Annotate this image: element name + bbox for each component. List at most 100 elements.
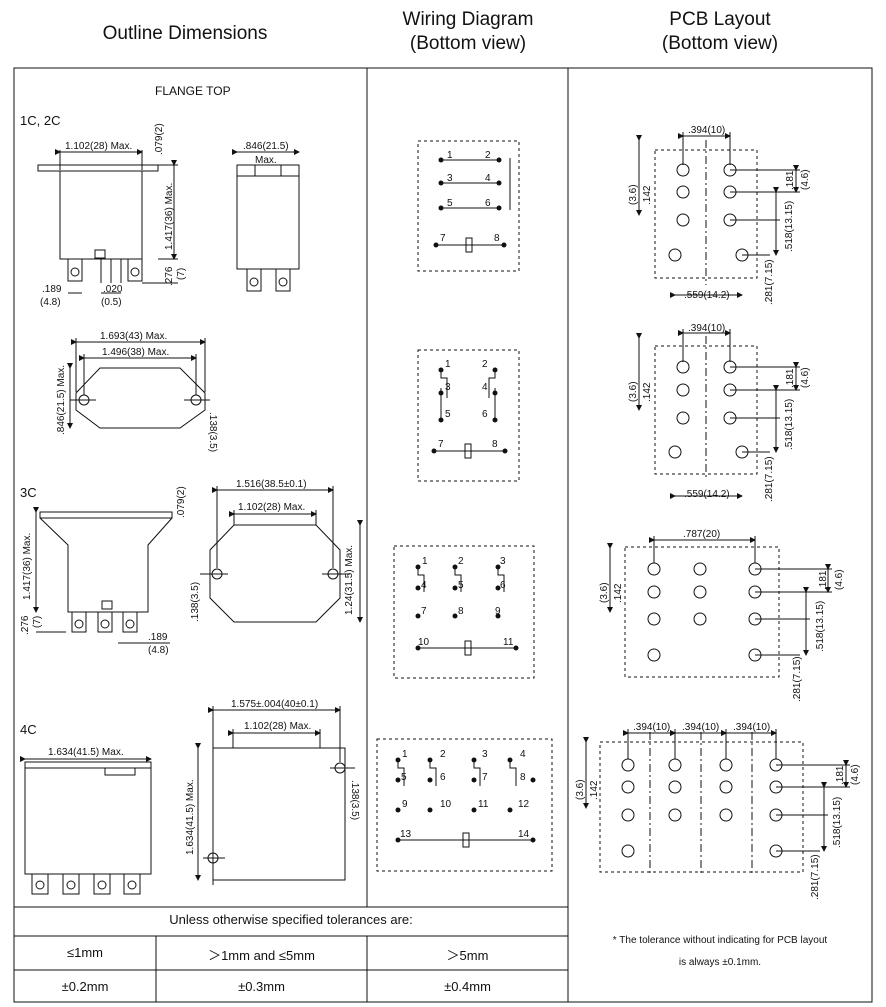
row4-height-dim: 1.634(41.5) Max. <box>185 779 196 855</box>
w3-pin2: 2 <box>458 556 464 567</box>
flange-top-label: FLANGE TOP <box>155 84 231 98</box>
header-wiring-line1: Wiring Diagram <box>402 9 534 30</box>
p1-r1-mm: (4.6) <box>800 169 811 190</box>
tolerance-range-1: ≤1mm <box>66 945 104 960</box>
flange-hole-dim: .138(3.5) <box>207 412 218 452</box>
p4-r2: .518(13.15) <box>832 797 843 848</box>
row3-outer-dim: 1.516(38.5±0.1) <box>236 479 307 490</box>
row3-flange-h-dim: 1.24(31.5) Max. <box>344 545 355 615</box>
w3-pin11: 11 <box>503 637 514 648</box>
w2-pin1: 1 <box>445 359 451 370</box>
header-pcb: PCB Layout (Bottom view) <box>620 8 820 56</box>
row3-front-view <box>33 507 173 644</box>
pcb-tolerance-note-line2: is always ±0.1mm. <box>678 957 762 968</box>
w4-pin7: 7 <box>482 772 488 783</box>
w1-pin3: 3 <box>447 173 453 184</box>
pcb-tolerance-note-line1: * The tolerance without indicating for P… <box>612 935 828 946</box>
p4-pitch3: .394(10) <box>733 722 770 733</box>
w1-pin7: 7 <box>440 233 446 244</box>
w2-pin8: 8 <box>492 439 498 450</box>
row4-front-view <box>20 756 152 895</box>
pcb-1 <box>636 132 800 298</box>
p1-r3: .281(7.15) <box>764 259 775 305</box>
pcb-4 <box>583 729 850 875</box>
p1-r1: .181 <box>785 170 796 190</box>
w2-pin2: 2 <box>482 359 488 370</box>
w3-pin10: 10 <box>418 637 430 648</box>
wiring-1-pins <box>433 157 507 248</box>
w4-pin13: 13 <box>400 829 412 840</box>
row1-pin-len-mm: (7) <box>176 268 187 280</box>
row4-label: 4C <box>20 722 37 737</box>
p3-v1: .142 <box>613 583 624 603</box>
tolerance-value-3: ±0.4mm <box>444 979 491 994</box>
row1-front-view <box>37 149 178 294</box>
row3-pin-off: .189 <box>148 632 168 643</box>
w3-pin4: 4 <box>421 580 427 591</box>
w1-pin8: 8 <box>494 233 500 244</box>
p4-pitch2: .394(10) <box>682 722 719 733</box>
wiring-3 <box>393 545 535 679</box>
w1-pin6: 6 <box>485 198 491 209</box>
row1-pin-off-mm: (4.8) <box>40 297 61 308</box>
row1-pin-len: .276 <box>164 266 175 286</box>
row1-width-dim: 1.102(28) Max. <box>65 141 132 152</box>
p2-bottom: .559(14.2) <box>684 489 730 500</box>
w4-pin6: 6 <box>440 772 446 783</box>
row3-hole-dim: .138(3.5) <box>190 582 201 622</box>
header-pcb-line1: PCB Layout <box>669 9 771 30</box>
w4-pin3: 3 <box>482 749 488 760</box>
wiring-4-pins <box>395 757 536 843</box>
p2-r1: .181 <box>785 368 796 388</box>
row4-inner-dim: 1.102(28) Max. <box>244 721 311 732</box>
wiring-2 <box>417 349 520 482</box>
header-pcb-line2: (Bottom view) <box>661 33 779 54</box>
tolerance-caption: Unless otherwise specified tolerances ar… <box>169 912 413 927</box>
row4-side-view <box>195 706 355 885</box>
w4-pin5: 5 <box>401 772 407 783</box>
row3-label: 3C <box>20 485 37 500</box>
p3-r2: .518(13.15) <box>815 601 826 652</box>
flange-height-dim: .846(21.5) Max. <box>56 365 67 435</box>
p4-pitch1: .394(10) <box>633 722 670 733</box>
wiring-3-pins <box>415 564 519 651</box>
p4-r3: .281(7.15) <box>810 854 821 900</box>
w1-pin4: 4 <box>485 173 491 184</box>
p1-v1-mm: (3.6) <box>628 184 639 205</box>
p2-r2: .518(13.15) <box>784 399 795 450</box>
row1-height-dim: 1.417(36) Max. <box>164 183 175 250</box>
tolerance-value-2: ±0.3mm <box>238 979 285 994</box>
row3-pin-off-mm: (4.8) <box>148 645 169 656</box>
p3-pitch: .787(20) <box>683 529 720 540</box>
row3-inner-dim: 1.102(28) Max. <box>238 502 305 513</box>
p3-v1-mm: (3.6) <box>599 582 610 603</box>
flange-outer-dim: 1.693(43) Max. <box>100 331 167 342</box>
row3-height-dim: 1.417(36) Max. <box>22 533 33 600</box>
p2-r3: .281(7.15) <box>764 456 775 502</box>
p4-v1: .142 <box>589 780 600 800</box>
w4-pin11: 11 <box>478 799 489 810</box>
header-wiring: Wiring Diagram (Bottom view) <box>368 8 568 56</box>
w2-pin5: 5 <box>445 409 451 420</box>
w2-pin6: 6 <box>482 409 488 420</box>
p3-r3: .281(7.15) <box>792 656 803 702</box>
wiring-1 <box>417 140 520 272</box>
pcb-tolerance-note: * The tolerance without indicating for P… <box>575 930 865 974</box>
w4-pin2: 2 <box>440 749 446 760</box>
row3-flange-view <box>200 486 363 623</box>
row4-width-dim: 1.634(41.5) Max. <box>48 747 124 758</box>
p3-r1-mm: (4.6) <box>834 569 845 590</box>
tolerance-range-3: ＞5mm <box>446 948 489 963</box>
tolerance-range-2: ＞1mm and ≤5mm <box>208 948 315 963</box>
row1-side-width: .846(21.5) <box>243 141 289 152</box>
wiring-2-pins <box>431 367 508 454</box>
w2-pin7: 7 <box>438 439 444 450</box>
p2-r1-mm: (4.6) <box>800 367 811 388</box>
w4-pin8: 8 <box>520 772 526 783</box>
w3-pin9: 9 <box>495 606 501 617</box>
row1-label: 1C, 2C <box>20 113 60 128</box>
row1-side-view <box>232 149 300 292</box>
w1-pin2: 2 <box>485 150 491 161</box>
row3-pin-len-mm: (7) <box>32 616 43 628</box>
